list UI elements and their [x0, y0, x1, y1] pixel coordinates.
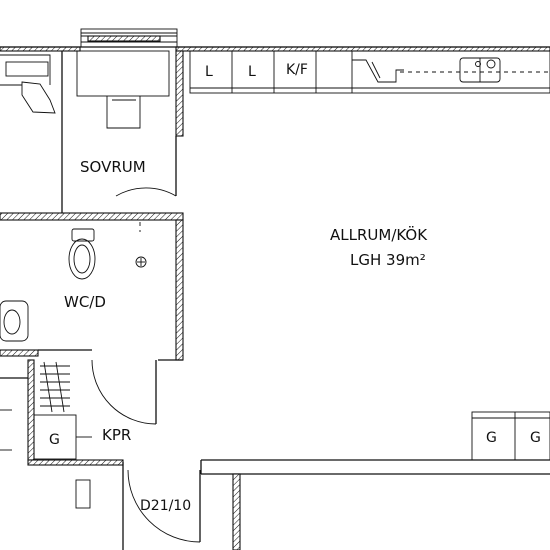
entrance-door — [127, 469, 201, 543]
bathroom-door — [91, 359, 157, 425]
room-label-allrum: ALLRUM/KÖK — [330, 225, 428, 244]
entrance-walls — [27, 459, 550, 550]
top-window — [80, 28, 178, 48]
wardrobe-g-label: G — [49, 432, 60, 448]
bed — [0, 51, 63, 213]
room-area-label: LGH 39m² — [350, 251, 426, 269]
cabinet-label-2: L — [248, 64, 256, 80]
cabinet-g-label-1: G — [486, 430, 497, 446]
kitchen-counter — [189, 50, 550, 94]
lower-cabinets — [471, 411, 550, 461]
exterior-top-wall — [0, 46, 550, 52]
room-label-wc: WC/D — [64, 293, 106, 311]
room-label-kpr: KPR — [102, 426, 131, 444]
bathroom-walls — [0, 212, 184, 361]
desk — [76, 50, 170, 129]
floor-drain-icon — [135, 222, 147, 268]
cabinet-g-label-2: G — [530, 430, 541, 446]
hanger-rail — [40, 361, 70, 413]
door-label: D21/10 — [140, 498, 191, 514]
toilet-icon — [68, 228, 96, 280]
closet-kpr — [0, 359, 92, 461]
room-label-sovrum: SOVRUM — [80, 158, 146, 176]
bedroom-door — [115, 136, 177, 197]
bedroom-right-wall — [175, 50, 184, 137]
washbasin-icon — [0, 300, 29, 342]
cabinet-label-kf: K/F — [286, 62, 308, 78]
cabinet-label-1: L — [205, 64, 213, 80]
